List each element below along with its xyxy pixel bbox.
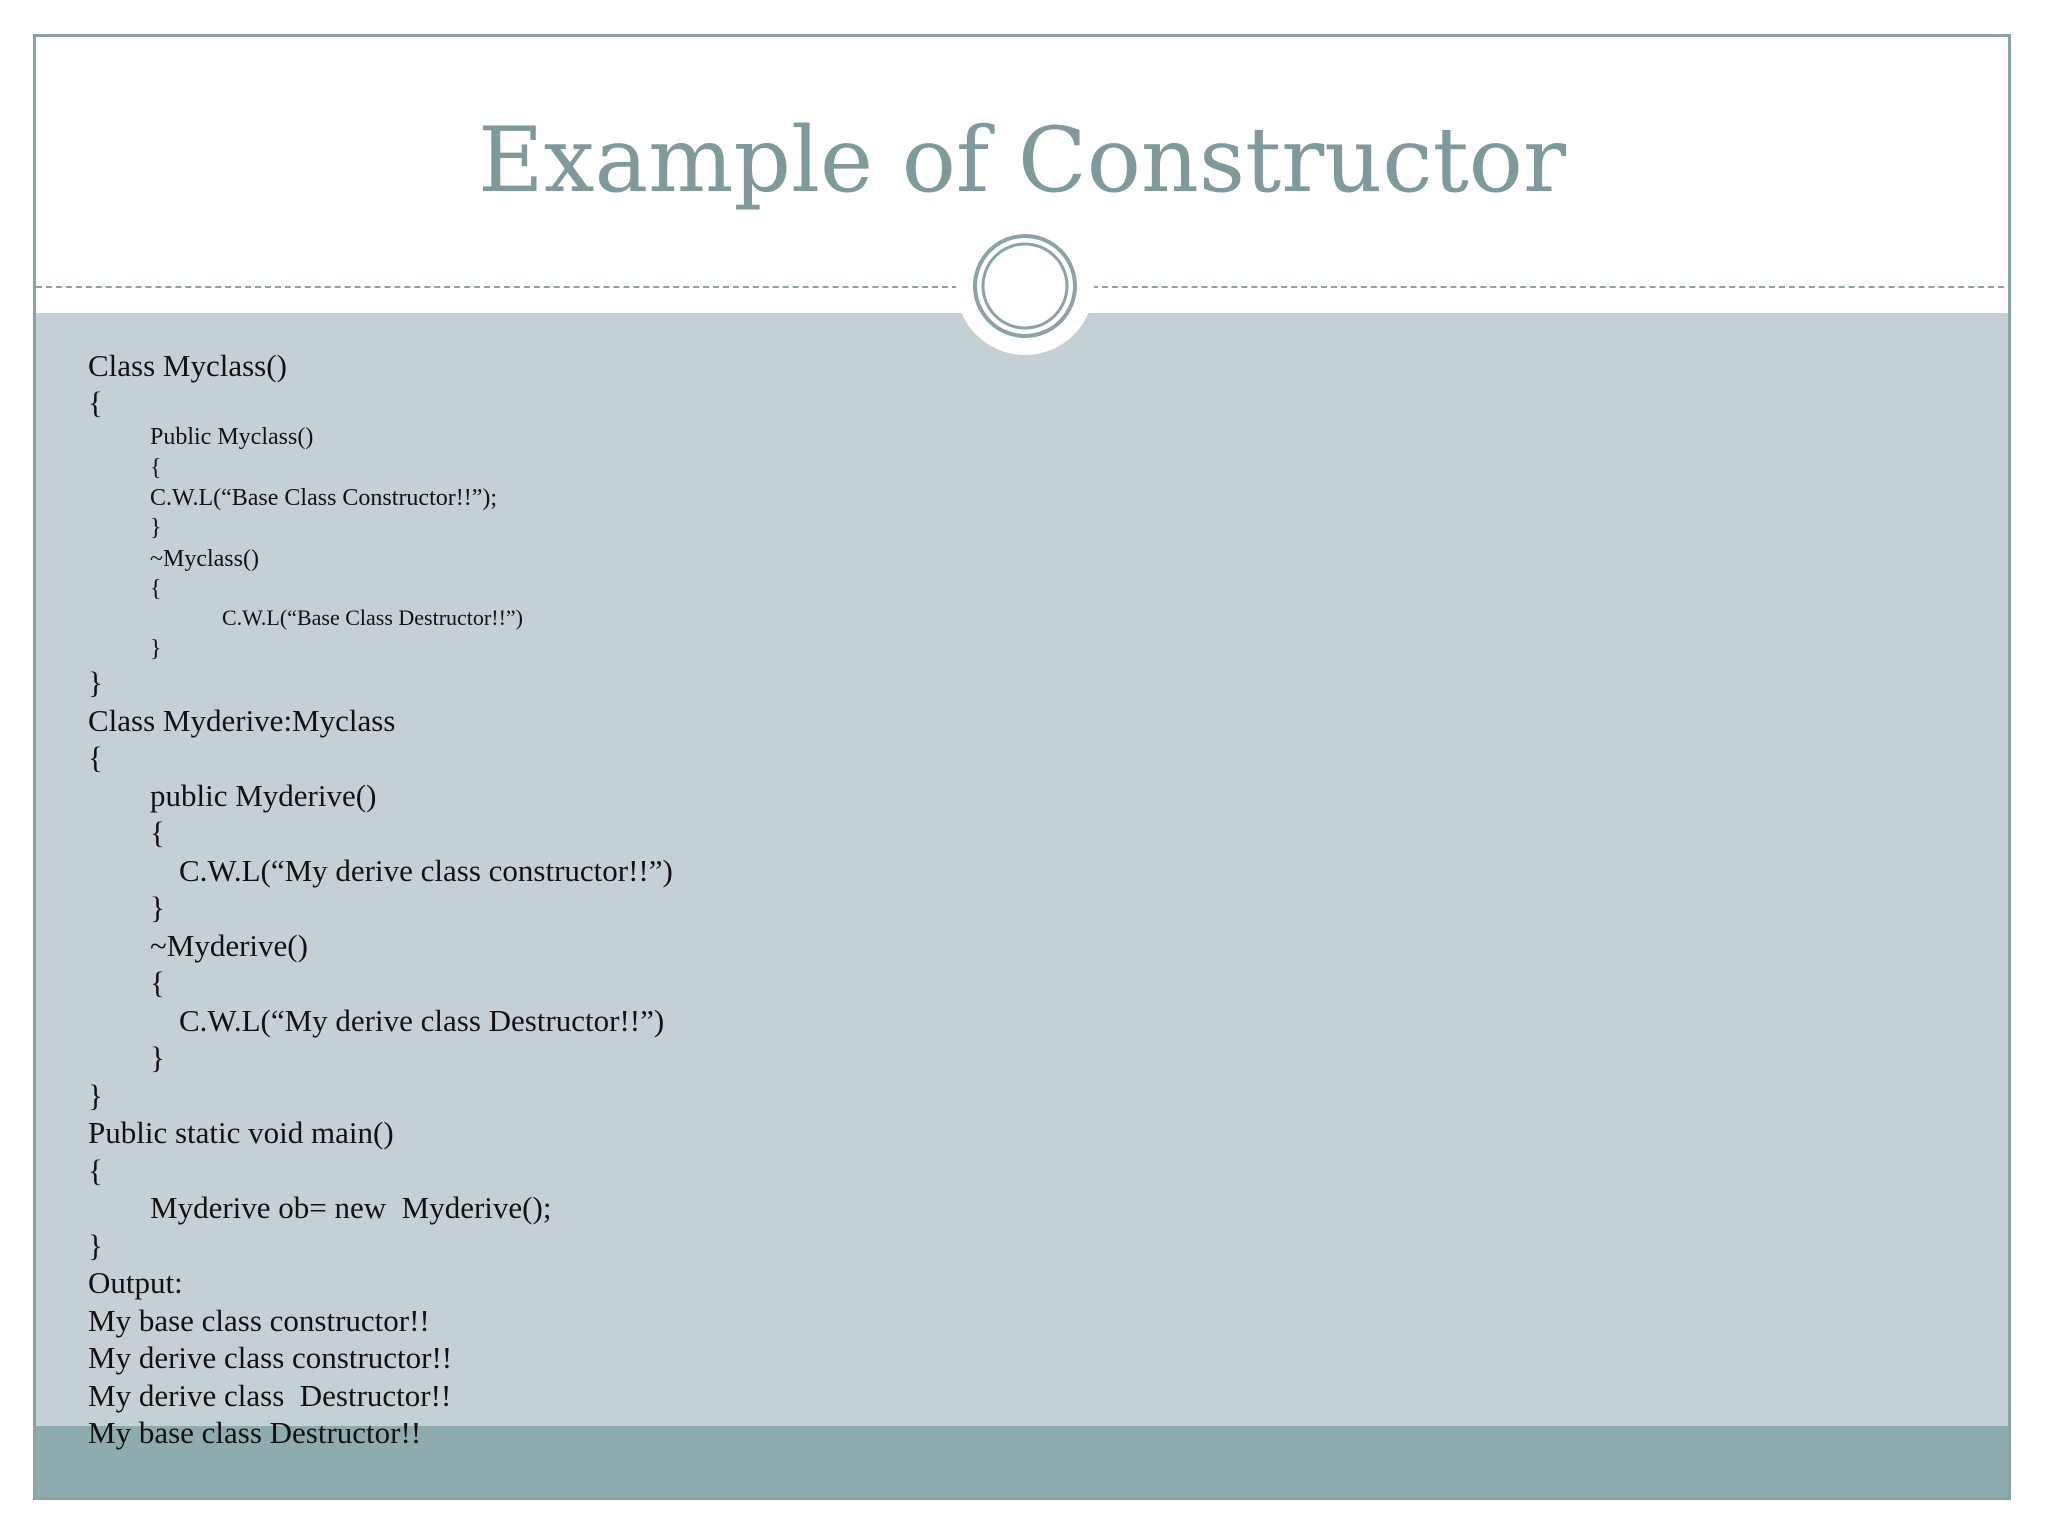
slide-title: Example of Constructor	[478, 108, 1566, 213]
code-line: }	[88, 665, 103, 700]
code-line: {	[88, 740, 103, 775]
code-line: Public Myclass()	[150, 424, 314, 450]
code-line: ~Myclass()	[150, 546, 259, 572]
output-line: My derive class constructor!!	[88, 1340, 453, 1375]
circle-ornament-icon	[956, 217, 1094, 355]
code-line: C.W.L(“Base Class Constructor!!”);	[150, 485, 498, 511]
divider-right	[1092, 286, 2008, 288]
code-line: {	[150, 576, 162, 602]
code-line: Class Myclass()	[88, 348, 287, 383]
output-line: My base class constructor!!	[88, 1303, 430, 1338]
code-line: }	[150, 890, 165, 925]
code-line: {	[88, 385, 103, 420]
content-area	[36, 313, 2008, 1466]
slide: Example of Constructor Class Myclass() {…	[33, 34, 2011, 1500]
divider-left	[36, 286, 958, 288]
code-line: C.W.L(“My derive class constructor!!”)	[179, 853, 673, 888]
code-line: {	[150, 815, 165, 850]
code-line: }	[150, 1040, 165, 1075]
code-line: {	[88, 1153, 103, 1188]
code-line: }	[88, 1078, 103, 1113]
code-line: }	[150, 515, 162, 541]
code-line: }	[150, 636, 162, 662]
output-heading: Output:	[88, 1265, 183, 1300]
code-line: C.W.L(“Base Class Destructor!!”)	[222, 605, 523, 630]
code-line: }	[88, 1228, 103, 1263]
footer-band	[36, 1426, 2008, 1497]
output-line: My base class Destructor!!	[88, 1415, 422, 1450]
code-line: {	[150, 965, 165, 1000]
code-line: {	[150, 455, 162, 481]
code-line: C.W.L(“My derive class Destructor!!”)	[179, 1003, 665, 1038]
output-line: My derive class Destructor!!	[88, 1378, 452, 1413]
code-line: Public static void main()	[88, 1115, 394, 1150]
code-listing: Class Myclass() { Public Myclass() { C.W…	[88, 313, 673, 1448]
code-line: Myderive ob= new Myderive();	[150, 1190, 552, 1225]
code-line: Class Myderive:Myclass	[88, 703, 396, 738]
code-line: public Myderive()	[150, 778, 377, 813]
code-line: ~Myderive()	[150, 928, 308, 963]
